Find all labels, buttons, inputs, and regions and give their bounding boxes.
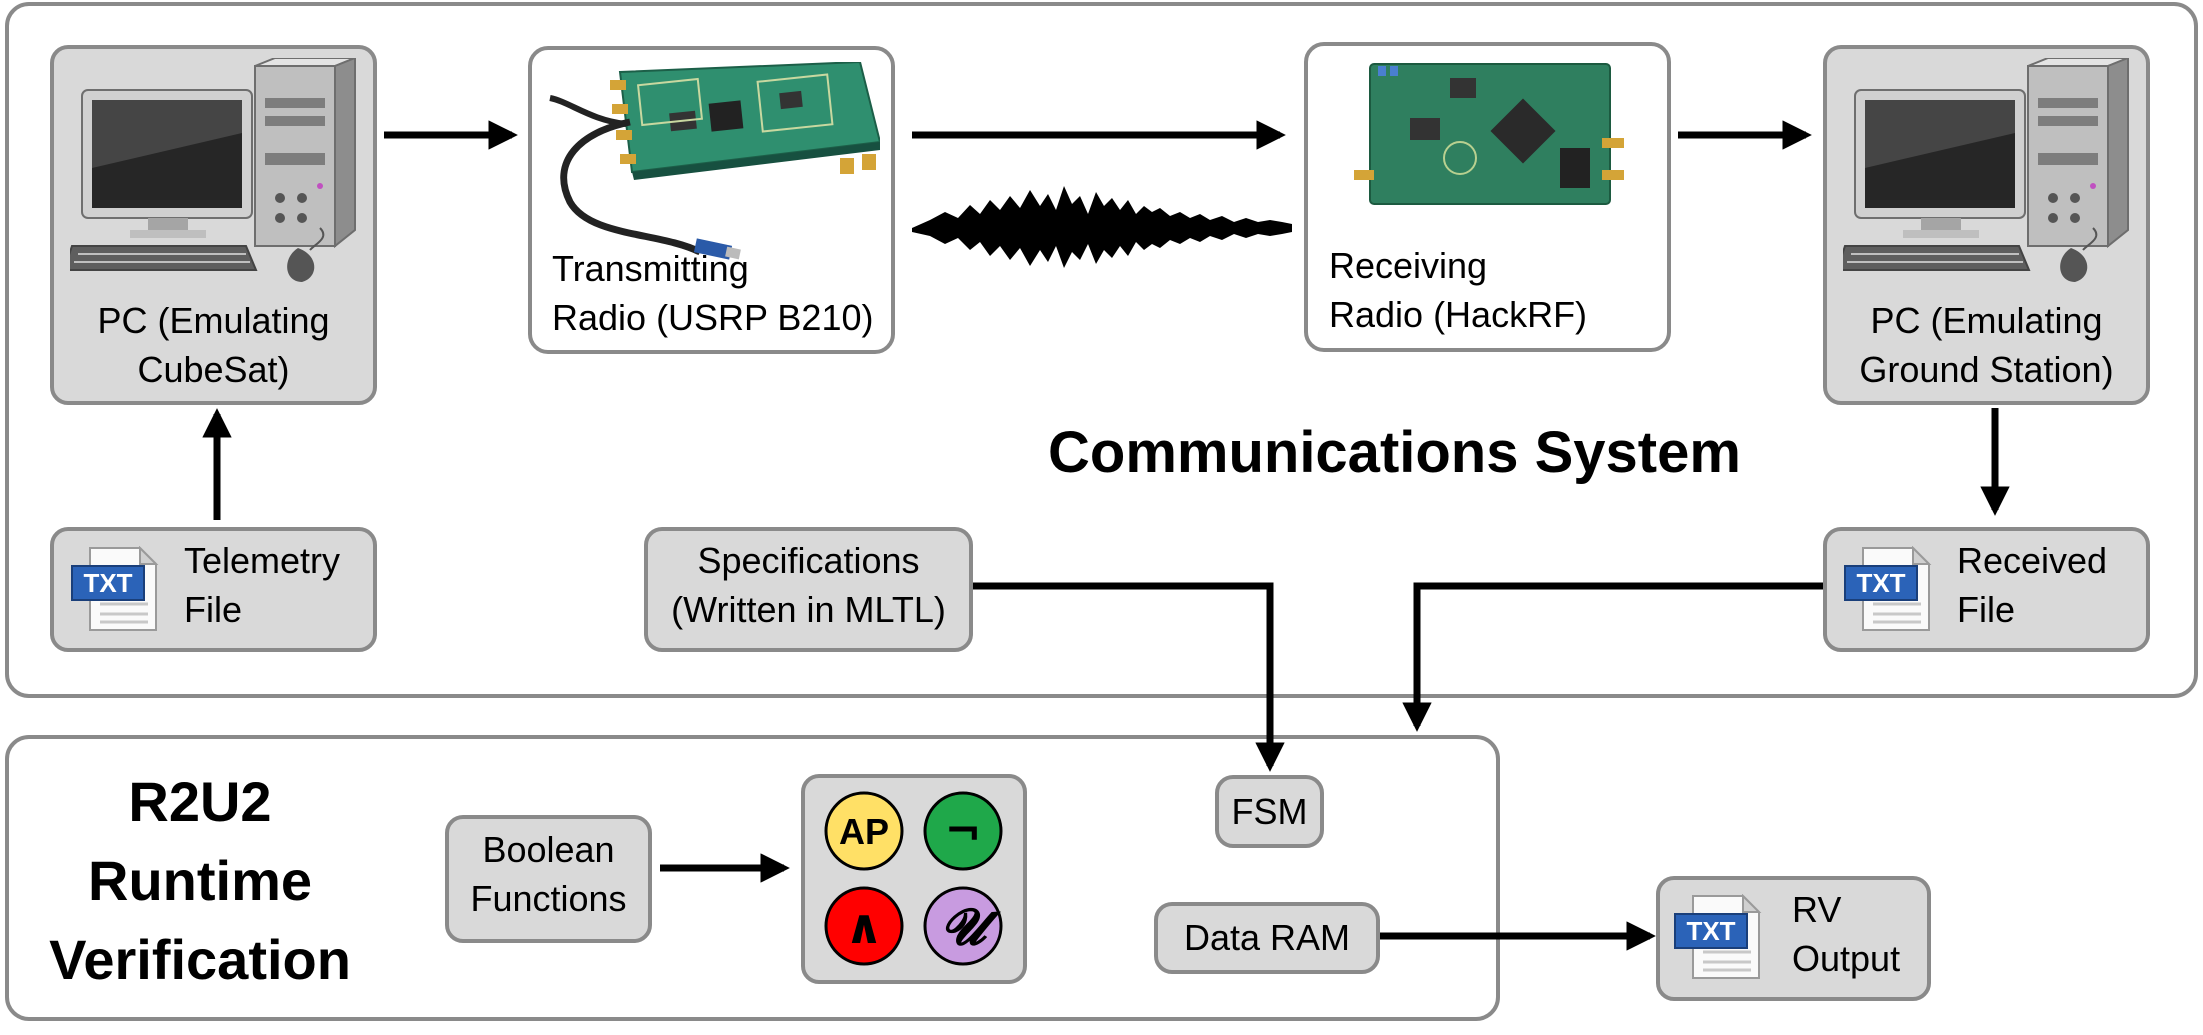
data-ram-label: Data RAM bbox=[1183, 917, 1351, 958]
ap-operator-label: AP bbox=[839, 811, 889, 852]
txt-file-icon: TXT bbox=[1844, 546, 1932, 631]
txt-file-icon: TXT bbox=[71, 546, 159, 631]
received-file-label: Received File bbox=[1957, 540, 2108, 630]
pc-cubesat-label: PC (Emulating CubeSat) bbox=[97, 300, 330, 390]
communications-system-title: Communications System bbox=[1048, 420, 1741, 485]
and-operator-node bbox=[824, 886, 904, 966]
telemetry-file-label: Telemetry File bbox=[184, 540, 341, 630]
transmitting-radio-label: Transmitting Radio (USRP B210) bbox=[552, 248, 874, 338]
svg-text:TXT: TXT bbox=[1856, 568, 1905, 598]
specifications-label: Specifications (Written in MLTL) bbox=[671, 540, 946, 630]
svg-text:TXT: TXT bbox=[83, 568, 132, 598]
not-operator-node bbox=[923, 791, 1003, 871]
rv-output-label: RV Output bbox=[1792, 889, 1901, 979]
boolean-functions-label: Boolean Functions bbox=[470, 829, 627, 919]
pc-ground-station-label: PC (Emulating Ground Station) bbox=[1859, 300, 2114, 390]
svg-text:TXT: TXT bbox=[1686, 916, 1735, 946]
operator-nodes: AP ¬ ∧ 𝓤 bbox=[824, 791, 1003, 966]
usrp-b210-board-icon bbox=[549, 62, 880, 260]
fsm-box bbox=[1215, 775, 1324, 848]
txt-file-icon: TXT bbox=[1674, 894, 1762, 979]
boolean-functions-box bbox=[445, 815, 652, 943]
r2u2-title: R2U2 Runtime Verification bbox=[49, 770, 351, 991]
receiving-radio-label: Receiving Radio (HackRF) bbox=[1329, 245, 1588, 335]
specifications-box bbox=[644, 527, 973, 652]
not-operator-label: ¬ bbox=[945, 806, 982, 857]
hackrf-board-icon bbox=[1354, 63, 1624, 205]
computer-icon bbox=[1843, 58, 2129, 282]
computer-icon bbox=[70, 58, 356, 282]
and-operator-label: ∧ bbox=[845, 899, 884, 955]
arrow-received-to-fsm bbox=[1402, 582, 1825, 732]
data-ram-box bbox=[1154, 902, 1380, 974]
until-operator-node bbox=[923, 886, 1003, 966]
rf-signal-waveform bbox=[912, 186, 1292, 268]
ap-operator-node bbox=[824, 791, 904, 871]
fsm-label: FSM bbox=[1231, 791, 1308, 832]
arrow-spec-to-fsm bbox=[971, 582, 1285, 772]
